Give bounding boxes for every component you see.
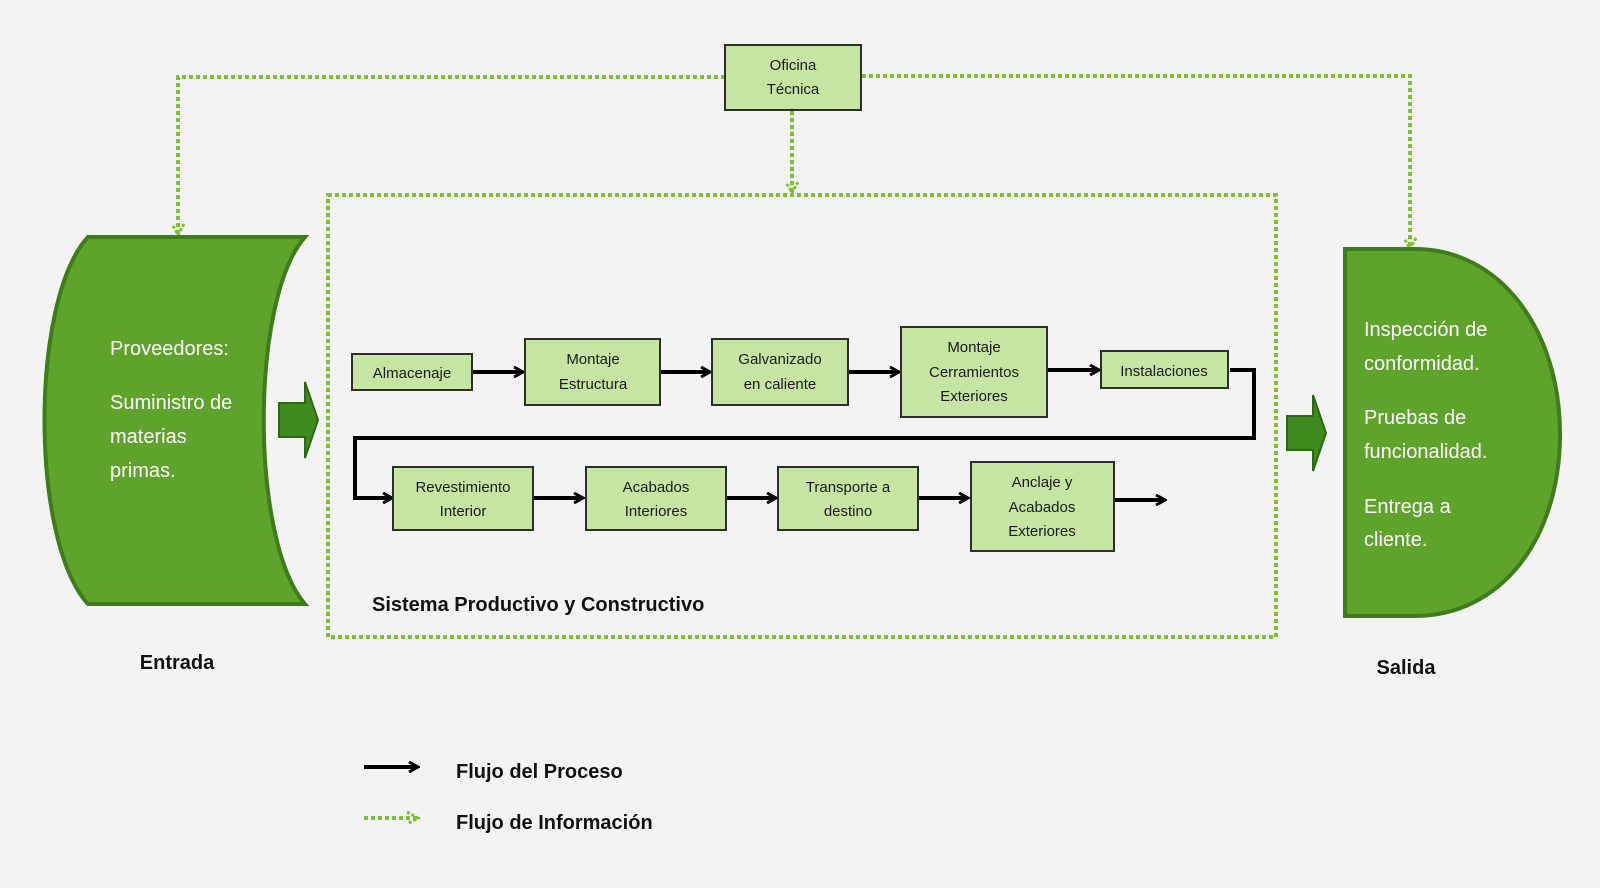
salida-line-3: Pruebas de [1364,407,1466,429]
entrada-title: Proveedores: [110,338,229,360]
oficina-line-2: Técnica [767,81,820,98]
process-revestimiento: Revestimiento Interior [392,466,534,531]
process-label: Acabados [1009,499,1076,516]
output-block-arrow [1286,394,1328,472]
salida-block: Inspección de conformidad. Pruebas de fu… [1343,247,1563,618]
entrada-line-2: materias [110,426,187,448]
process-instalaciones: Instalaciones [1100,350,1229,389]
entrada-line-1: Suministro de [110,392,232,414]
process-almacenaje: Almacenaje [351,353,473,391]
system-label: Sistema Productivo y Constructivo [372,594,704,616]
input-block-arrow [278,381,320,459]
process-flow-lines [353,368,1256,500]
oficina-line-1: Oficina [770,57,817,74]
process-label: Montaje [566,351,619,368]
process-label: Acabados [623,479,690,496]
process-label: Transporte a [806,479,891,496]
process-acabados-interiores: Acabados Interiores [585,466,727,531]
process-montaje-estructura: Montaje Estructura [524,338,661,406]
process-label: en caliente [744,376,817,393]
system-boundary [326,193,1278,639]
process-transporte: Transporte a destino [777,466,919,531]
process-label: Interior [440,503,487,520]
process-label: Estructura [559,376,628,393]
process-label: Anclaje y [1012,474,1073,491]
process-montaje-cerramientos: Montaje Cerramientos Exteriores [900,326,1048,418]
process-label: Exteriores [1008,523,1076,540]
salida-line-6: cliente. [1364,529,1427,551]
process-label: Revestimiento [415,479,510,496]
entrada-line-3: primas. [110,460,176,482]
flow-arrow-wrap [353,368,1256,498]
process-label: Montaje [947,339,1000,356]
info-flow-to-entrada [178,75,725,234]
info-flow-lines [178,74,1410,248]
legend-process-label: Flujo del Proceso [456,761,623,783]
process-label: Cerramientos [929,364,1019,381]
oficina-tecnica-box: Oficina Técnica [724,44,862,111]
process-label: Interiores [625,503,688,520]
legend: Flujo del Proceso Flujo de Información [364,761,653,834]
salida-label: Salida [1377,657,1437,679]
entrada-label: Entrada [140,652,215,674]
process-galvanizado: Galvanizado en caliente [711,338,849,406]
info-flow-to-salida [862,74,1410,248]
process-anclaje: Anclaje y Acabados Exteriores [970,461,1115,552]
salida-line-5: Entrega a [1364,496,1452,518]
legend-info-label: Flujo de Información [456,812,653,834]
salida-line-2: conformidad. [1364,353,1480,375]
process-label: destino [824,503,872,520]
process-label: Exteriores [940,388,1008,405]
salida-line-4: funcionalidad. [1364,441,1487,463]
salida-line-1: Inspección de [1364,319,1487,341]
process-label: Almacenaje [373,365,451,382]
process-label: Galvanizado [738,351,821,368]
entrada-block: Proveedores: Suministro de materias prim… [42,235,310,606]
process-label: Instalaciones [1120,363,1208,380]
